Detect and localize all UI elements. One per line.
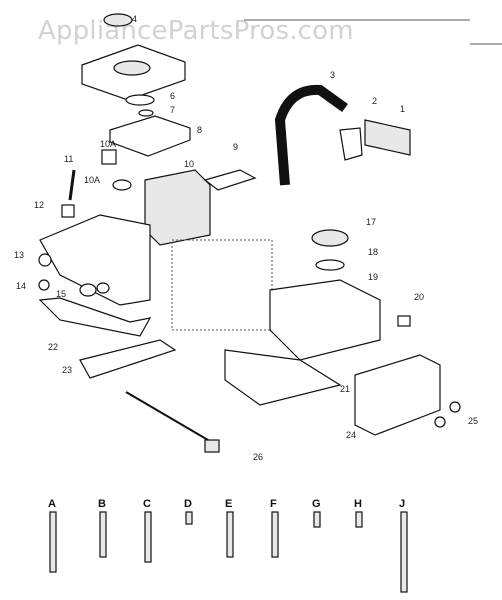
part-26-nut-b <box>434 416 446 428</box>
watermark: AppliancePartsPros.com <box>38 16 354 46</box>
callout-10a: 10A <box>100 139 116 149</box>
callout-3: 3 <box>330 70 335 80</box>
part-15 <box>38 279 50 291</box>
screw-c <box>144 511 152 563</box>
part-26-nut-a <box>449 401 461 413</box>
hardware-label-c: C <box>143 498 151 510</box>
callout-12: 11 <box>64 154 73 164</box>
part-21 <box>397 315 411 327</box>
screw-g <box>313 511 321 528</box>
part-17 <box>96 282 110 294</box>
screw-b <box>99 511 107 558</box>
callout-25: 24 <box>346 430 356 440</box>
callout-6: 6 <box>170 91 175 101</box>
part-24-trigger <box>79 339 177 379</box>
hardware-label-g: G <box>312 498 321 510</box>
screw-j <box>400 511 408 593</box>
part-12-rod <box>68 169 76 201</box>
callout-26: 25 <box>468 416 478 426</box>
tank-base <box>224 349 342 406</box>
hardware-row <box>49 511 408 593</box>
part-25-cover <box>354 354 441 436</box>
part-10a <box>101 149 117 165</box>
hardware-label-f: F <box>270 498 277 510</box>
part-4-cap <box>103 13 133 27</box>
part-27-tool <box>125 391 209 441</box>
callout-11: 10A <box>84 175 100 185</box>
hardware-label-h: H <box>354 498 362 510</box>
callout-20: 19 <box>368 272 378 282</box>
part-14-knob <box>38 253 52 267</box>
callout-24: 23 <box>62 365 72 375</box>
callout-27: 26 <box>253 452 263 462</box>
part-10-carb-box <box>144 169 211 246</box>
part-23-handle <box>38 297 152 337</box>
callout-18: 17 <box>366 217 376 227</box>
callout-4: 4 <box>132 14 137 24</box>
part-19-ring <box>315 259 345 271</box>
screw-a <box>49 511 57 573</box>
callout-21: 20 <box>414 292 424 302</box>
part-3-handlebar <box>274 84 348 186</box>
part-b-bracket <box>339 127 363 161</box>
callout-14: 13 <box>14 250 24 260</box>
part-6-gasket <box>125 94 155 106</box>
part-8-filter <box>109 115 191 157</box>
part-16 <box>79 283 97 297</box>
screw-h <box>355 511 363 528</box>
engine-phantom <box>171 239 273 331</box>
callout-9: 9 <box>233 142 238 152</box>
callout-10: 10 <box>184 159 194 169</box>
hardware-label-d: D <box>184 498 192 510</box>
callout-22: 21 <box>340 384 350 394</box>
callout-16: 15 <box>56 289 66 299</box>
part-27-tool-head <box>204 439 220 453</box>
callout-19: 18 <box>368 247 378 257</box>
hardware-label-j: J <box>399 498 405 510</box>
callout-1: 1 <box>400 104 405 114</box>
part-9-bracket <box>203 169 257 191</box>
part-13 <box>61 204 75 218</box>
callout-13: 12 <box>34 200 44 210</box>
callout-15: 14 <box>16 281 26 291</box>
callout-23: 22 <box>48 342 58 352</box>
part-7-clip <box>138 109 154 117</box>
part-1-grip <box>364 119 411 156</box>
part-18-cap <box>311 229 349 247</box>
part-14-housing <box>39 214 151 306</box>
screw-e <box>226 511 234 558</box>
hardware-label-e: E <box>225 498 232 510</box>
part-20-tank <box>269 279 381 361</box>
hardware-label-b: B <box>98 498 106 510</box>
hardware-label-a: A <box>48 498 56 510</box>
callout-2: 2 <box>372 96 377 106</box>
callout-7: 7 <box>170 105 175 115</box>
cover-boss <box>113 60 151 76</box>
part-11-grommet <box>112 179 132 191</box>
callout-8: 8 <box>197 125 202 135</box>
screw-f <box>271 511 279 558</box>
screw-d <box>185 511 193 525</box>
